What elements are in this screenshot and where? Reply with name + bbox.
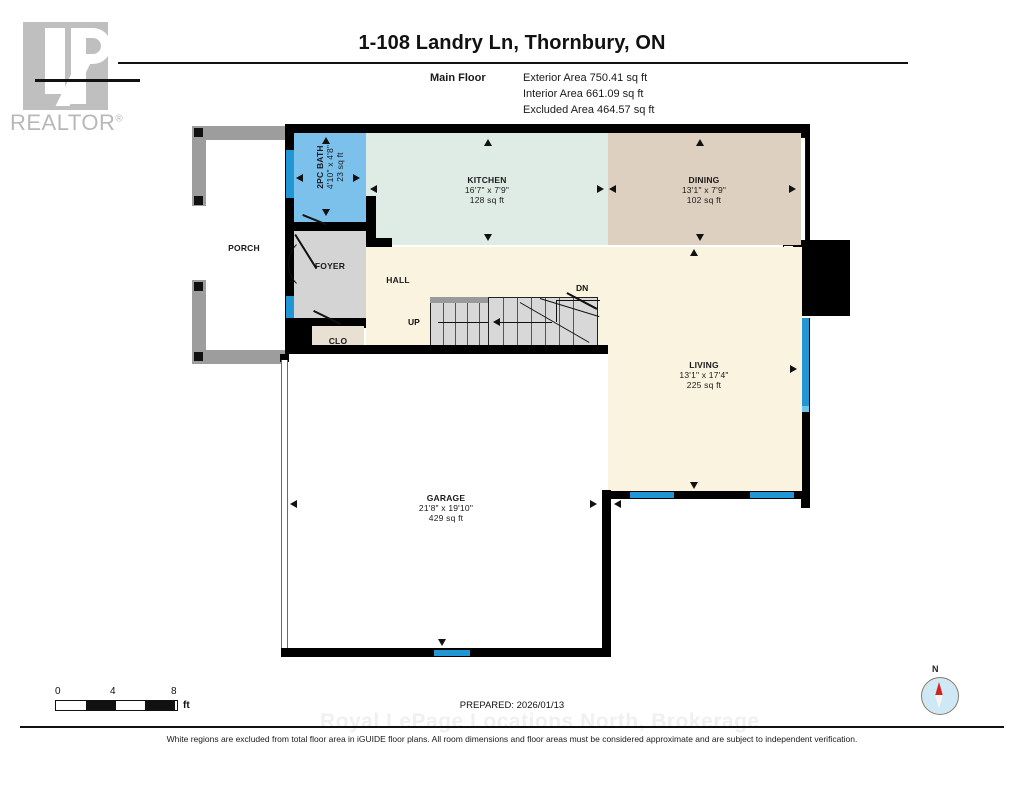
room-label-porch: PORCH bbox=[228, 243, 260, 253]
realtor-logo: REALTOR® bbox=[10, 22, 135, 137]
room-label-kitchen: KITCHEN 16'7" x 7'9" 128 sq ft bbox=[464, 175, 510, 205]
interior-wall-kitchen-jog bbox=[366, 238, 392, 247]
dim-arrow-dining-top bbox=[696, 139, 704, 146]
title-divider bbox=[118, 62, 908, 64]
compass-needle-north bbox=[935, 682, 943, 696]
room-label-clo: CLO bbox=[328, 336, 348, 346]
porch-post-ml bbox=[194, 196, 203, 205]
registered-mark-icon: ® bbox=[115, 113, 124, 125]
dim-arrow-garage-bottom bbox=[438, 639, 446, 646]
scale-unit: ft bbox=[183, 700, 190, 711]
room-label-dining: DINING 13'1" x 7'9" 102 sq ft bbox=[681, 175, 727, 205]
porch-post-tl bbox=[194, 128, 203, 137]
stair-dn-rail bbox=[556, 300, 600, 301]
prepared-date: PREPARED: 2026/01/13 bbox=[459, 700, 565, 711]
interior-area: Interior Area 661.09 sq ft bbox=[523, 88, 644, 100]
window-foyer-left bbox=[286, 296, 294, 318]
stair-dn-rail-v bbox=[556, 300, 557, 322]
porch-wall-left-lower bbox=[192, 280, 206, 364]
porch-post-bl bbox=[194, 282, 203, 291]
stair-up-top-edge bbox=[430, 297, 504, 303]
wall-clo-top bbox=[294, 318, 366, 328]
scale-tick-8: 8 bbox=[171, 686, 177, 697]
dim-arrow-garage-left bbox=[290, 500, 297, 508]
realtor-wordmark: REALTOR® bbox=[10, 110, 124, 135]
stair-up-label: UP bbox=[408, 317, 420, 327]
window-living-bottom-right bbox=[750, 492, 794, 498]
room-label-living: LIVING 13'1" x 17'4" 225 sq ft bbox=[679, 360, 729, 390]
interior-wall-foyer-bottom bbox=[294, 345, 366, 354]
stair-dn-label: DN bbox=[576, 283, 589, 293]
dim-arrow-bath-left bbox=[296, 174, 303, 182]
dim-arrow-living-bottom bbox=[690, 482, 698, 489]
floor-label: Main Floor bbox=[430, 72, 486, 84]
exterior-wall-left-upper bbox=[285, 124, 294, 364]
door-entry-swing bbox=[288, 236, 344, 292]
window-living-right bbox=[802, 318, 809, 406]
scale-tick-4: 4 bbox=[110, 686, 116, 697]
page-title: 1-108 Landry Ln, Thornbury, ON bbox=[358, 32, 666, 54]
footer-divider bbox=[20, 726, 1004, 728]
room-label-bath: 2PC BATH 4'10" x 4'8" 23 sq ft bbox=[315, 144, 345, 190]
scale-track bbox=[55, 700, 178, 711]
brokerage-watermark: Royal LePage Locations North, Brokerage bbox=[320, 710, 760, 733]
dim-arrow-dining-right bbox=[789, 185, 796, 193]
garage-door bbox=[434, 650, 470, 656]
realtor-mark-icon bbox=[23, 22, 111, 110]
exterior-area: Exterior Area 750.41 sq ft bbox=[523, 72, 648, 84]
garage-wall-left bbox=[281, 360, 288, 652]
logo-rule bbox=[35, 79, 140, 82]
dim-arrow-dining-left bbox=[609, 185, 616, 193]
room-kitchen bbox=[366, 133, 608, 245]
dim-arrow-kitchen-left bbox=[370, 185, 377, 193]
window-bath-left bbox=[286, 150, 294, 198]
interior-wall-kitchen-left bbox=[366, 196, 376, 246]
stair-dn-arrowhead bbox=[493, 318, 500, 326]
room-living bbox=[608, 247, 802, 491]
room-label-hall: HALL bbox=[386, 275, 410, 285]
window-living-bottom-left bbox=[630, 492, 674, 498]
dim-arrow-bath-top bbox=[322, 137, 330, 144]
dim-arrow-kitchen-right bbox=[597, 185, 604, 193]
dim-arrow-bath-bottom bbox=[322, 209, 330, 216]
garage-wall-left-nub bbox=[280, 354, 289, 362]
interior-wall-bath-bottom bbox=[294, 222, 366, 231]
stair-up-arrow-line bbox=[438, 322, 490, 323]
dim-arrow-dining-bottom bbox=[696, 234, 704, 241]
stair-dn-arrow-line bbox=[500, 322, 552, 323]
dim-arrow-garage-right bbox=[590, 500, 597, 508]
dim-arrow-kitchen-top bbox=[484, 139, 492, 146]
porch-post-bot bbox=[194, 352, 203, 361]
compass-needle-south bbox=[935, 695, 943, 709]
room-porch-fill bbox=[192, 126, 296, 364]
wall-foyer-door-top bbox=[285, 228, 294, 242]
interior-wall-hall-bottom bbox=[366, 345, 608, 354]
dim-arrow-living-top bbox=[690, 249, 698, 256]
porch-wall-top bbox=[192, 126, 296, 140]
compass-north-label: N bbox=[932, 664, 939, 674]
excluded-area: Excluded Area 464.57 sq ft bbox=[523, 104, 655, 116]
disclaimer-text: White regions are excluded from total fl… bbox=[166, 734, 858, 744]
room-garage bbox=[286, 354, 608, 656]
window-living-right-edge bbox=[802, 406, 809, 412]
porch-wall-bottom bbox=[192, 350, 296, 364]
dim-arrow-living-left bbox=[614, 500, 621, 508]
dim-arrow-kitchen-bottom bbox=[484, 234, 492, 241]
scale-tick-0: 0 bbox=[55, 686, 61, 697]
garage-wall-right bbox=[602, 490, 611, 656]
exterior-wall-living-bottom bbox=[622, 490, 810, 499]
floor-plan-drawing: PORCH KITCHEN 16'7" x 7'9" 128 sq ft bbox=[192, 124, 850, 657]
dim-arrow-bath-right bbox=[353, 174, 360, 182]
room-label-garage: GARAGE 21'8" x 19'10" 429 sq ft bbox=[418, 493, 474, 523]
compass-icon: N bbox=[918, 664, 964, 715]
porch-wall-left-upper bbox=[192, 126, 206, 206]
room-dining bbox=[608, 133, 801, 245]
dim-arrow-living-right bbox=[790, 365, 797, 373]
exterior-wall-right-lower bbox=[801, 318, 810, 508]
exterior-wall-top bbox=[285, 124, 810, 133]
